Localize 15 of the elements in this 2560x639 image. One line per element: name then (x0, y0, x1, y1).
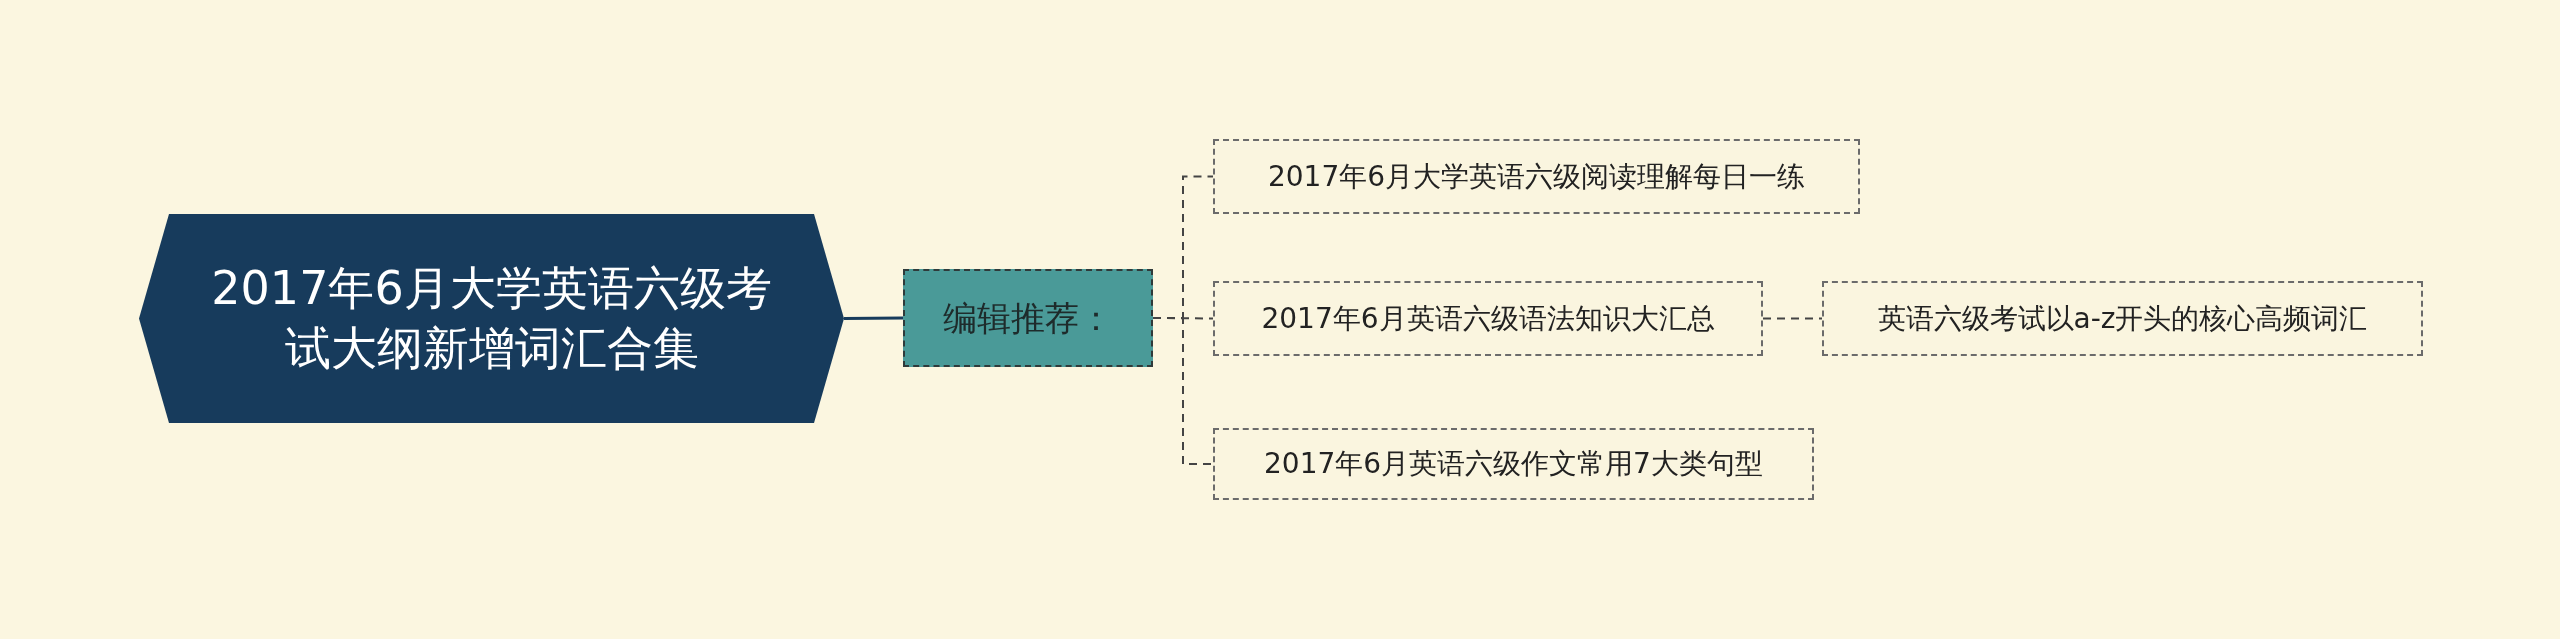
topic-box (1213, 281, 1763, 356)
subtopic-box (903, 269, 1153, 367)
root-topic (139, 214, 844, 423)
node-text: 2017年6月大学英语六级考试大纲新增词汇合集 (210, 259, 773, 377)
node-text: 2017年6月英语六级语法知识大汇总 (1261, 300, 1715, 337)
connector-line (1762, 317, 1823, 320)
node-text: 编辑推荐： (943, 296, 1113, 340)
topic-box (1213, 139, 1860, 214)
connector-line (1152, 317, 1214, 465)
node-text: 英语六级考试以a-z开头的核心高频词汇 (1877, 300, 2368, 337)
topic-box (1213, 428, 1814, 500)
topic-box (1822, 281, 2423, 356)
node-text: 2017年6月英语六级作文常用7大类句型 (1264, 446, 1763, 482)
connector-line (844, 316, 903, 320)
node-text: 2017年6月大学英语六级阅读理解每日一练 (1267, 158, 1806, 195)
